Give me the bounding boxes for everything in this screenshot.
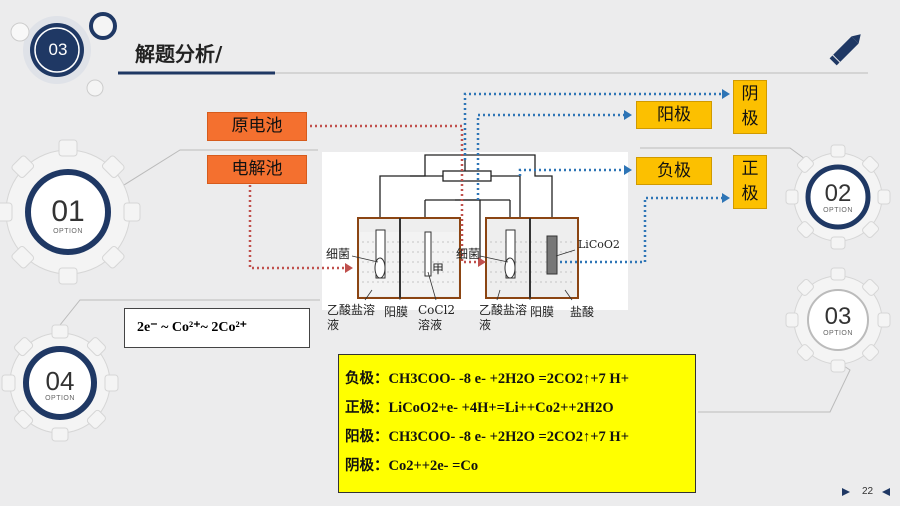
electron-relation-box: 2e⁻ ~ Co²⁺~ 2Co²⁺ [124, 308, 310, 348]
equation-cathode: 阴极：Co2++2e- =Co [345, 458, 479, 474]
bacteria-label-left: 细菌 [326, 247, 351, 261]
anode-label: 阳极 [636, 101, 712, 129]
page-number: 22 [862, 486, 874, 497]
option-label: OPTION [823, 330, 853, 337]
pencil-icon [829, 34, 861, 66]
option-label: OPTION [45, 395, 75, 402]
electrolytic-cell-label: 电解池 [207, 155, 307, 184]
acetate-solution-right-label: 乙酸盐溶液 [479, 303, 528, 332]
option-label: OPTION [53, 228, 83, 235]
galvanic-cell-label: 原电池 [207, 112, 307, 141]
equation-positive: 正极：LiCoO2+e- +4H+=Li++Co2++2H2O [345, 400, 614, 416]
option-badge-04[interactable]: 04 OPTION [15, 367, 105, 402]
next-page-icon [842, 488, 850, 496]
cocl2-solution-label: CoCl2溶液 [418, 303, 456, 332]
option-number: 01 [51, 195, 85, 228]
option-badge-02[interactable]: 02 OPTION [793, 180, 883, 215]
option-badge-03[interactable]: 03 OPTION [793, 303, 883, 338]
bacteria-label-right: 细菌 [456, 247, 481, 261]
acetate-solution-left-label: 乙酸盐溶液 [327, 303, 376, 332]
option-badge-01[interactable]: 01 OPTION [23, 195, 113, 236]
cation-membrane-right-label: 阳膜 [530, 305, 555, 319]
option-number: 03 [824, 303, 852, 330]
jia-label: 甲 [432, 262, 445, 276]
equations-box: 负极：CH3COO- -8 e- +2H2O =2CO2↑+7 H+ 正极：Li… [338, 354, 696, 493]
equation-negative: 负极：CH3COO- -8 e- +2H2O =2CO2↑+7 H+ [345, 371, 629, 387]
licoo2-label: LiCoO2 [578, 238, 620, 251]
cation-membrane-left-label: 阳膜 [384, 305, 409, 319]
page-title: 解题分析/ [135, 42, 223, 66]
option-number: 04 [45, 366, 75, 396]
hydrochloric-acid-label: 盐酸 [570, 305, 595, 319]
equation-anode: 阳极：CH3COO- -8 e- +2H2O =2CO2↑+7 H+ [345, 429, 629, 445]
section-number: 03 [48, 40, 68, 59]
prev-page-icon [882, 488, 890, 496]
cathode-label: 阴极 [733, 80, 767, 134]
option-label: OPTION [823, 207, 853, 214]
option-number: 02 [824, 180, 852, 207]
negative-electrode-label: 负极 [636, 157, 712, 185]
positive-electrode-label: 正极 [733, 155, 767, 209]
